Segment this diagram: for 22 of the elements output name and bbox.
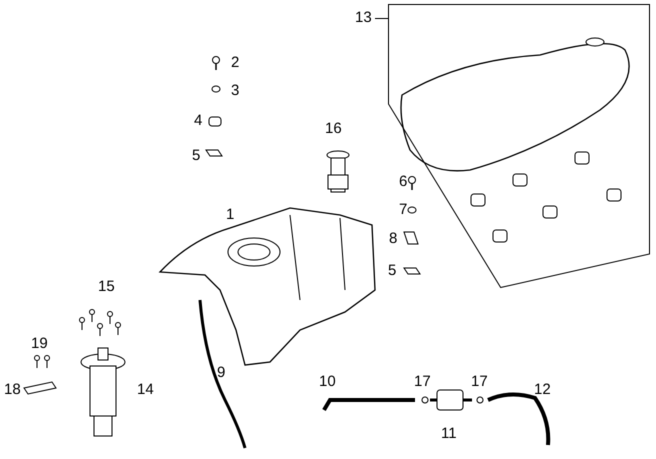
callout-number: 18 xyxy=(4,382,21,397)
callout-number: 5 xyxy=(388,263,396,278)
callout-number: 9 xyxy=(217,365,226,380)
callout-number: 3 xyxy=(231,83,240,98)
callout-number: 11 xyxy=(441,426,457,441)
callout-number: 7 xyxy=(399,202,408,217)
callout-number: 17 xyxy=(414,374,431,389)
leader-line xyxy=(374,18,388,19)
callout-number: 19 xyxy=(31,336,48,351)
callout-number: 17 xyxy=(471,374,488,389)
callout-number: 2 xyxy=(231,55,240,70)
callout-number: 4 xyxy=(194,113,202,128)
callout-number: 10 xyxy=(319,374,336,389)
callout-number: 15 xyxy=(98,279,115,294)
callout-number: 12 xyxy=(534,382,551,397)
callout-number: 16 xyxy=(325,121,342,136)
callout-number: 6 xyxy=(399,174,408,189)
callout-number: 13 xyxy=(355,10,372,25)
callout-number: 8 xyxy=(389,231,398,246)
callout-number: 1 xyxy=(226,207,234,222)
callout-number: 14 xyxy=(137,382,154,397)
callout-number: 5 xyxy=(192,148,200,163)
